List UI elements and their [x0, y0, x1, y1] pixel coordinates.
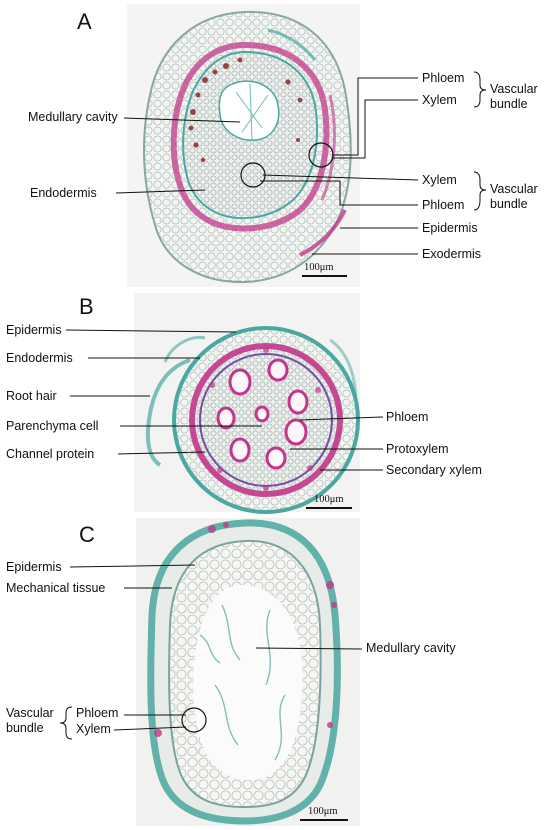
- panel-b-xylem-vessels: [216, 358, 309, 470]
- label-exodermis-a: Exodermis: [422, 247, 482, 261]
- label-root-hair-b: Root hair: [6, 389, 57, 403]
- label-phloem-b: Phloem: [386, 410, 429, 424]
- label-xylem-c: Xylem: [76, 722, 111, 736]
- label-bundle-bottom-a: bundle: [490, 197, 528, 211]
- panel-b-scale-label: 100μm: [314, 494, 344, 505]
- label-channel-protein-b: Channel protein: [6, 447, 95, 461]
- panel-b: B Epidermis Endodermis Root hair Parench…: [0, 290, 550, 515]
- panel-a-phloem-spots: [188, 57, 303, 163]
- panel-c: C Epidermis Mechanical tissue Medullary …: [0, 515, 550, 830]
- label-phloem-bottom-a: Phloem: [422, 198, 465, 212]
- label-epidermis-c: Epidermis: [6, 560, 62, 574]
- panel-b-letter: B: [79, 294, 94, 319]
- panel-a: A Medullary cavity Endodermis Phloem Xyl…: [0, 0, 550, 290]
- label-bundle-top-a: bundle: [490, 97, 528, 111]
- panel-c-graphic: [59, 518, 363, 826]
- label-protoxylem-b: Protoxylem: [386, 442, 449, 456]
- label-bundle-c: bundle: [6, 721, 44, 735]
- panel-b-graphic: [65, 293, 384, 514]
- label-phloem-top-a: Phloem: [422, 71, 465, 85]
- label-vascular-c: Vascular: [6, 706, 54, 720]
- panel-c-scale-label: 100μm: [308, 806, 338, 817]
- panel-a-leader-lines: [115, 71, 487, 255]
- label-medullary-cavity-a: Medullary cavity: [28, 110, 118, 124]
- label-epidermis-b: Epidermis: [6, 323, 62, 337]
- label-endodermis-a: Endodermis: [30, 186, 97, 200]
- label-xylem-top-a: Xylem: [422, 93, 457, 107]
- panel-a-graphic: [115, 4, 487, 287]
- label-medullary-cavity-c: Medullary cavity: [366, 641, 456, 655]
- label-phloem-c: Phloem: [76, 706, 119, 720]
- panel-c-medullary-cavity: [193, 585, 303, 780]
- panel-c-letter: C: [79, 522, 95, 547]
- label-mechanical-tissue-c: Mechanical tissue: [6, 581, 106, 595]
- label-endodermis-b: Endodermis: [6, 351, 73, 365]
- panel-b-leader-lines: [65, 329, 384, 471]
- panel-a-letter: A: [77, 9, 92, 34]
- panel-a-vascular-ring: [170, 41, 330, 232]
- label-parenchyma-cell-b: Parenchyma cell: [6, 419, 99, 433]
- panel-c-leader-lines: [59, 564, 363, 740]
- panel-c-vascular-bundle-circle: [181, 707, 207, 733]
- panel-b-root-hair: [145, 358, 191, 467]
- label-epidermis-a: Epidermis: [422, 221, 478, 235]
- label-secondary-xylem-b: Secondary xylem: [386, 463, 482, 477]
- label-xylem-bottom-a: Xylem: [422, 173, 457, 187]
- panel-a-scale-label: 100μm: [304, 262, 334, 273]
- label-vascular-top-a: Vascular: [490, 82, 538, 96]
- label-vascular-bottom-a: Vascular: [490, 182, 538, 196]
